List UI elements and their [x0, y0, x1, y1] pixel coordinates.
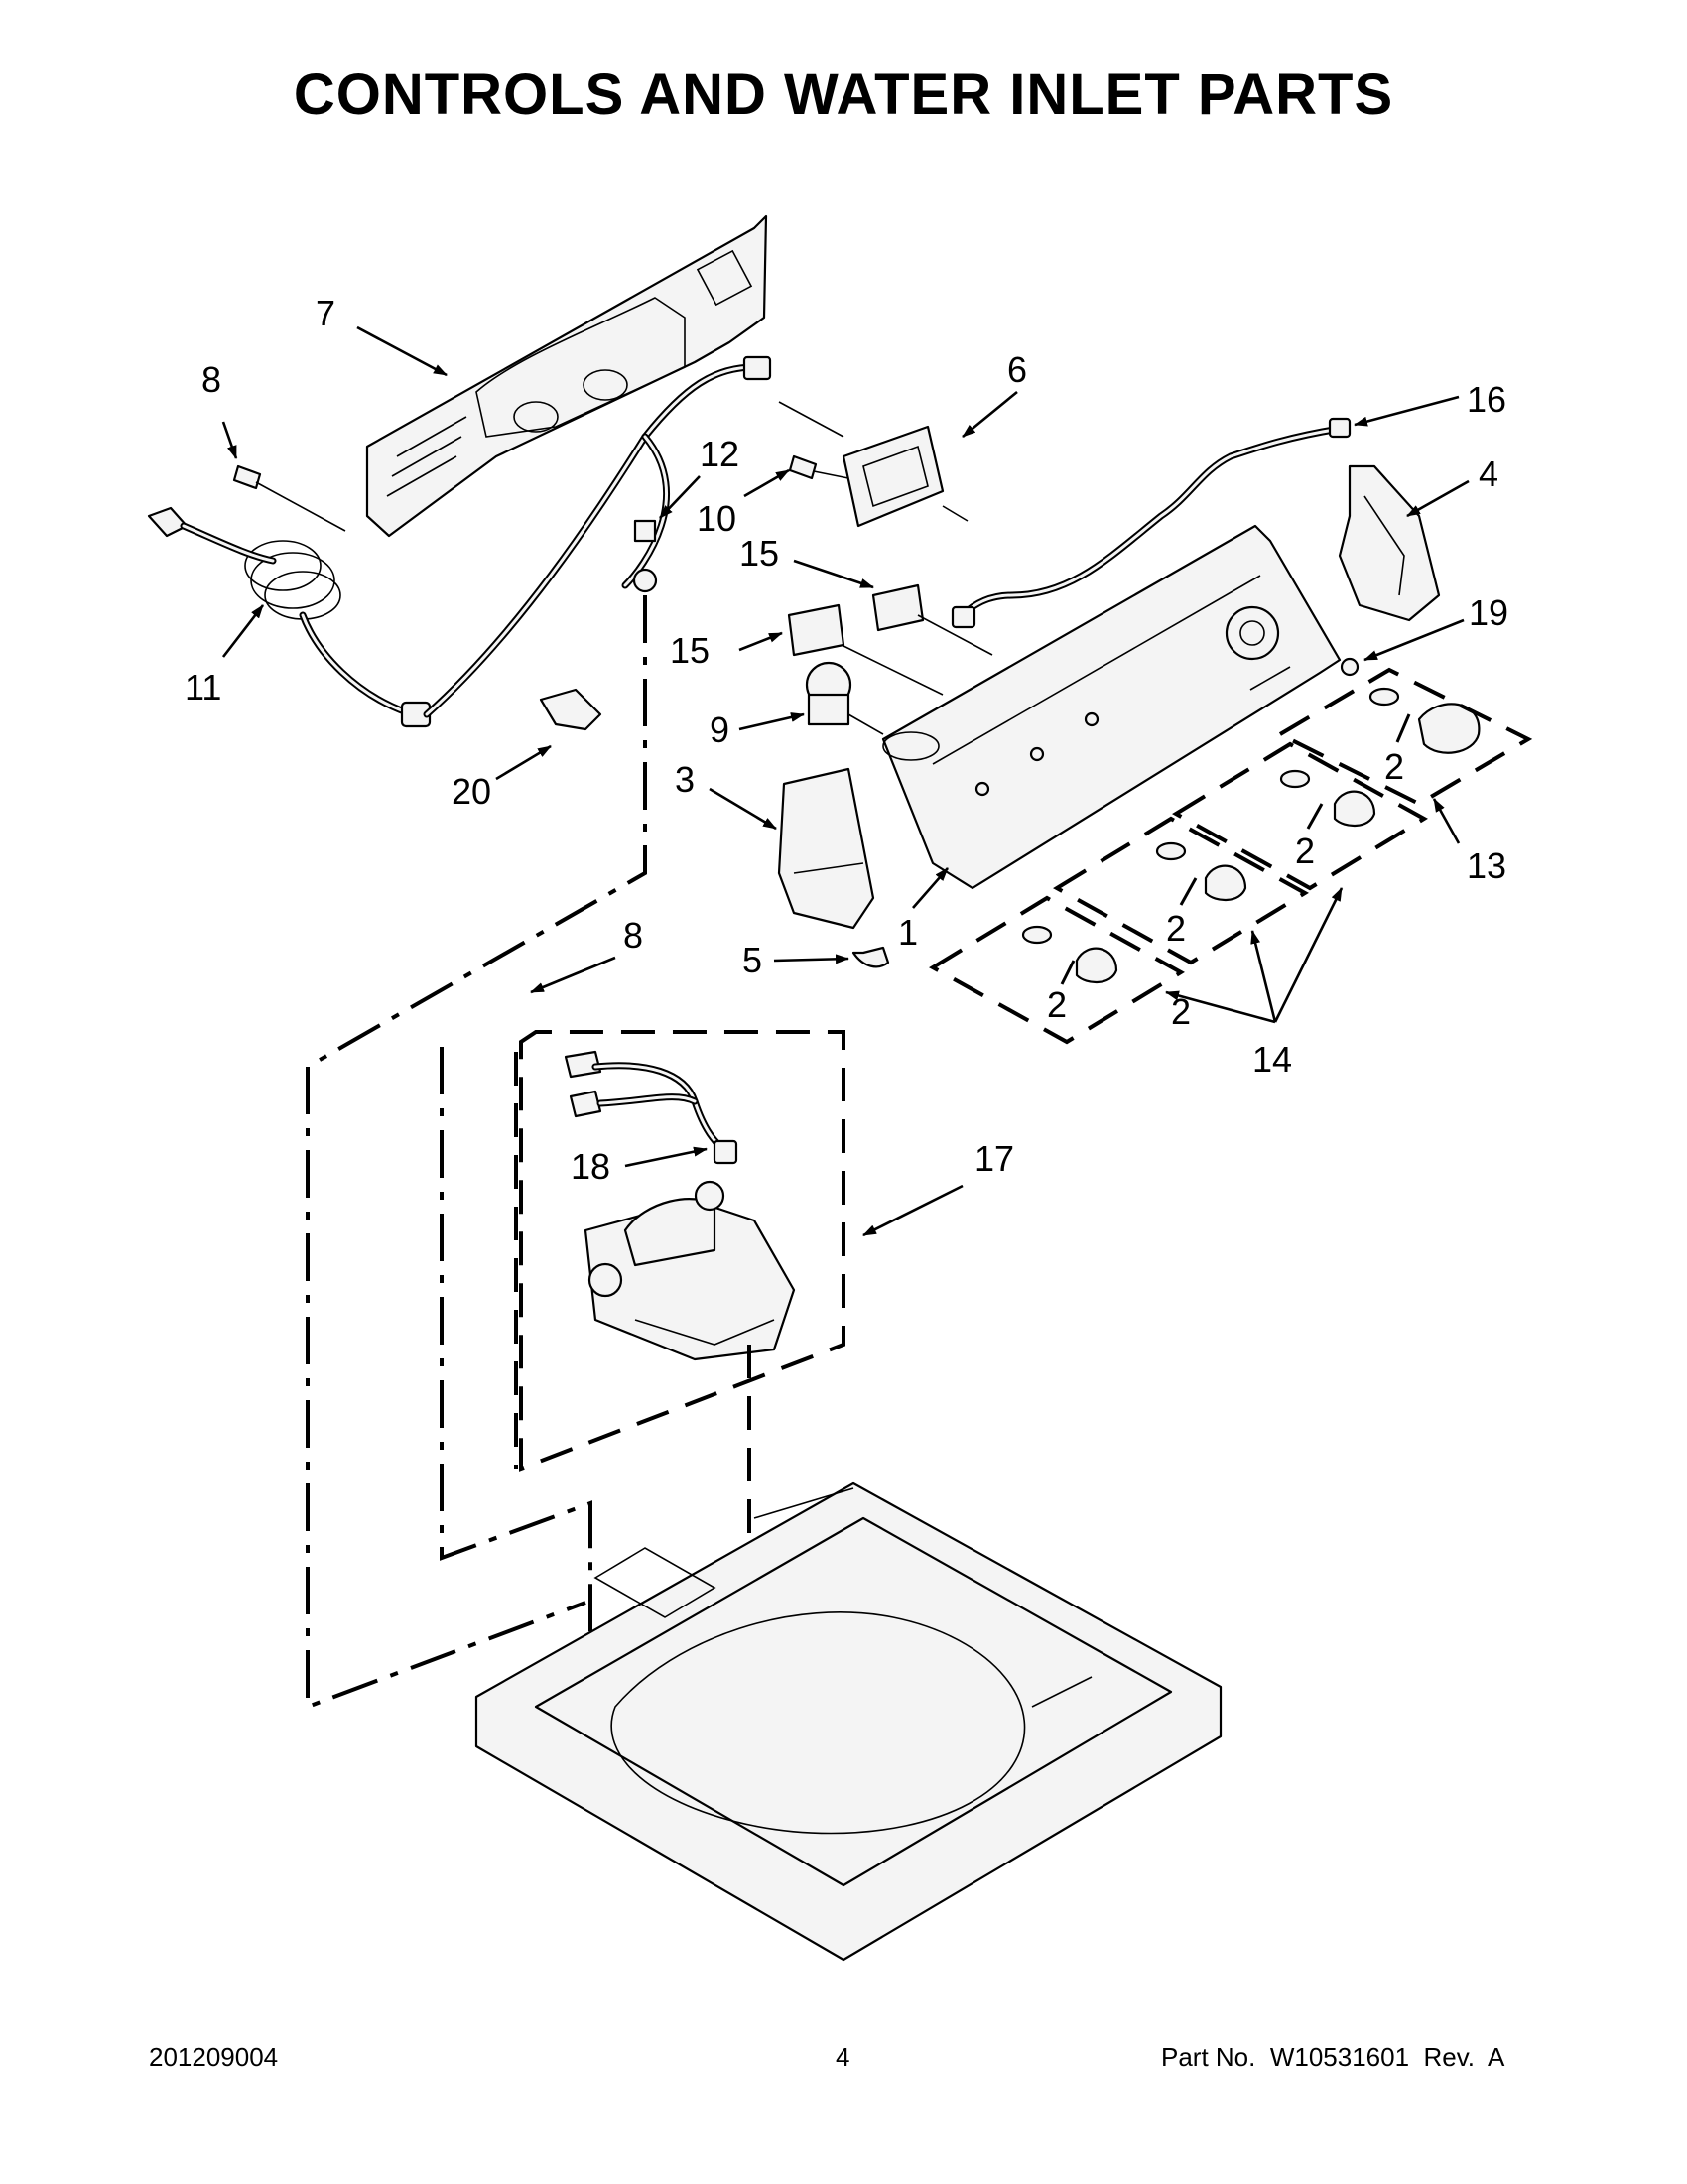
- callout-8-top: 8: [201, 359, 221, 400]
- callout-15-lower: 15: [670, 630, 710, 671]
- callout-2-a: 2: [1384, 746, 1404, 787]
- screw-part-10: [788, 454, 849, 480]
- callout-9: 9: [710, 709, 729, 750]
- callout-12: 12: [700, 434, 739, 474]
- callout-2-c: 2: [1166, 908, 1186, 949]
- callout-19: 19: [1469, 592, 1508, 633]
- callout-8-lower: 8: [623, 915, 643, 956]
- page-title: CONTROLS AND WATER INLET PARTS: [293, 63, 1394, 127]
- valve-harness-part-18: [564, 1050, 738, 1165]
- callout-4: 4: [1479, 453, 1498, 494]
- callout-3: 3: [675, 759, 695, 800]
- switch-part-15-lower: [787, 603, 944, 696]
- callout-1: 1: [898, 912, 918, 953]
- wire-harness-part-16: [951, 417, 1352, 629]
- ground-screw-part-12: [632, 519, 658, 593]
- callout-2-b: 2: [1295, 831, 1315, 871]
- knob-part-2-c: [1155, 841, 1247, 901]
- callout-14: 14: [1252, 1039, 1292, 1080]
- switch-part-15-upper: [871, 583, 993, 656]
- callout-10: 10: [697, 498, 736, 539]
- knob-group-outline-14: [929, 741, 1428, 1045]
- spacer-part-19: [1340, 657, 1360, 677]
- callout-5: 5: [742, 940, 762, 980]
- dispenser-cover-part-3: [777, 767, 875, 930]
- console-part-1: [881, 524, 1342, 890]
- footer-part-number: Part No. W10531601 Rev. A: [1161, 2042, 1505, 2072]
- end-cap-bracket-part-4: [1338, 464, 1441, 622]
- clip-part-20: [539, 688, 602, 731]
- footer-page-number: 4: [836, 2042, 850, 2072]
- knob-part-2-b: [1279, 769, 1376, 827]
- rear-console-panel-part-7: [365, 214, 768, 538]
- power-cord-part-11: [147, 355, 772, 728]
- knob-group-outline-13: [1275, 667, 1533, 807]
- clip-part-5: [851, 946, 890, 968]
- callout-18: 18: [571, 1146, 610, 1187]
- callout-15-upper: 15: [739, 533, 779, 574]
- pressure-switch-part-9: [805, 661, 884, 735]
- callout-6: 6: [1007, 349, 1027, 390]
- callout-16: 16: [1467, 379, 1506, 420]
- callout-2-e: 2: [1047, 984, 1067, 1025]
- callout-11: 11: [185, 667, 221, 707]
- callout-17: 17: [974, 1138, 1014, 1179]
- footer-date-code: 201209004: [149, 2042, 279, 2072]
- callout-7: 7: [316, 293, 335, 333]
- callout-13: 13: [1467, 845, 1506, 886]
- callout-20: 20: [452, 771, 491, 812]
- callout-arrows: [221, 325, 1470, 1237]
- cabinet-top: [474, 1481, 1223, 1962]
- knob-part-2-d: [1021, 925, 1118, 983]
- control-board-part-6: [778, 401, 969, 528]
- water-inlet-valve-part-17: [519, 1030, 845, 1472]
- screw-part-8-top: [232, 464, 346, 532]
- knob-part-2-a: [1368, 687, 1481, 754]
- callout-2-d: 2: [1171, 991, 1191, 1032]
